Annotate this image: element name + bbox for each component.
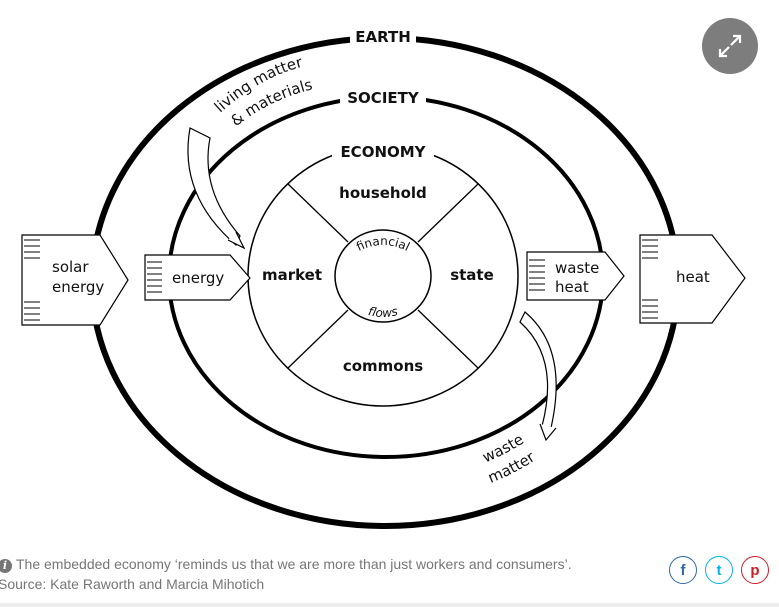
flows-label: flows (367, 304, 399, 320)
divider (0, 603, 779, 607)
energy-label: energy (172, 269, 224, 287)
facebook-icon: f (680, 561, 686, 579)
waste-matter-arrow (519, 311, 557, 442)
market-label: market (262, 266, 322, 284)
expand-icon (718, 34, 742, 58)
solar-energy-arrow: solar energy (21, 234, 129, 326)
embedded-economy-diagram: EARTH SOCIETY ECONOMY household market s… (21, 28, 746, 529)
earth-label: EARTH (355, 28, 411, 46)
living-matter-arrow (187, 127, 246, 250)
caption-source: Source: Kate Raworth and Marcia Mihotich (0, 576, 265, 592)
waste-heat-label-2: heat (555, 278, 589, 296)
pinterest-icon: p (750, 561, 760, 579)
share-facebook-button[interactable]: f (669, 556, 697, 584)
info-icon: i (0, 559, 12, 573)
financial-flows-circle (334, 229, 432, 323)
waste-heat-arrow: waste heat (526, 251, 625, 301)
solar-energy-label: energy (52, 278, 104, 296)
state-label: state (450, 266, 494, 284)
share-pinterest-button[interactable]: p (741, 556, 769, 584)
twitter-icon: t (716, 561, 722, 579)
society-label: SOCIETY (347, 89, 420, 107)
heat-arrow: heat (639, 234, 746, 324)
sector-dividers (287, 183, 479, 369)
caption: i The embedded economy ‘reminds us that w… (0, 554, 572, 594)
commons-label: commons (343, 357, 423, 375)
share-twitter-button[interactable]: t (705, 556, 733, 584)
solar-label: solar (52, 258, 89, 276)
waste-heat-label-1: waste (555, 259, 599, 277)
energy-arrow: energy (144, 254, 251, 301)
caption-text: The embedded economy ‘reminds us that we… (16, 556, 572, 572)
financial-label: financial (354, 234, 412, 254)
expand-button[interactable] (702, 18, 758, 74)
economy-label: ECONOMY (340, 143, 426, 161)
heat-label: heat (676, 268, 710, 286)
household-label: household (339, 184, 427, 202)
